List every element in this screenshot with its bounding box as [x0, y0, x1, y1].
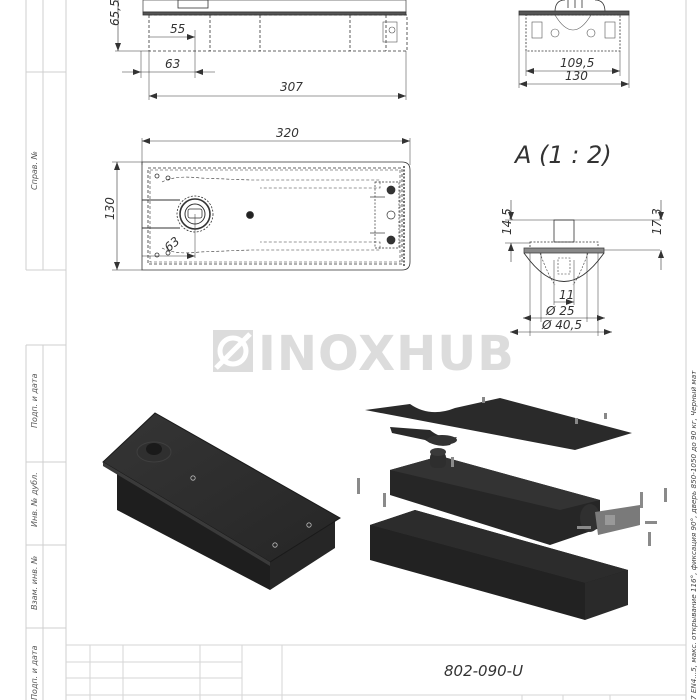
watermark-text: INOXHUB — [258, 326, 515, 382]
dim-14-5: 14,5 — [500, 208, 514, 235]
part-number: 802-090-U — [444, 662, 523, 680]
front-view — [115, 0, 408, 100]
inoxhub-watermark: INOXHUB — [213, 326, 515, 382]
dim-63-front: 63 — [165, 57, 180, 71]
dim-55: 55 — [170, 22, 185, 36]
detail-a-view — [505, 200, 664, 336]
iso-assembled-view — [102, 412, 341, 590]
stamp-label-vzam-inv: Взам. инв. № — [30, 556, 39, 610]
title-block — [66, 644, 686, 700]
iso-exploded-view — [357, 397, 667, 620]
stamp-label-inv-dubl: Инв. № дубл. — [30, 472, 39, 527]
stamp-label-podp-1: Подп. и дата — [30, 373, 39, 428]
dim-130-end: 130 — [565, 69, 588, 83]
stamp-label-sprav: Справ. № — [30, 151, 39, 190]
dim-dia-25: Ø 25 — [545, 304, 575, 318]
dim-109-5: 109,5 — [560, 56, 594, 70]
end-view — [518, 0, 630, 88]
dim-63-top: 63 — [162, 234, 183, 255]
dim-11: 11 — [559, 288, 574, 302]
stamp-label-podp-2: Подп. и дата — [30, 645, 39, 700]
dim-320: 320 — [276, 126, 299, 140]
dim-17-3: 17,3 — [650, 208, 664, 235]
detail-a-label: A (1 : 2) — [513, 141, 612, 169]
dim-307: 307 — [280, 80, 303, 94]
dim-height-65-5: 65,5 — [108, 0, 122, 26]
left-stamp-frame — [25, 0, 67, 700]
side-note: 7 EN4...5, макс. открывание 116°, фиксац… — [689, 370, 698, 700]
dim-130-top: 130 — [103, 197, 117, 220]
dim-dia-40-5: Ø 40,5 — [541, 318, 582, 332]
top-view — [112, 138, 411, 271]
